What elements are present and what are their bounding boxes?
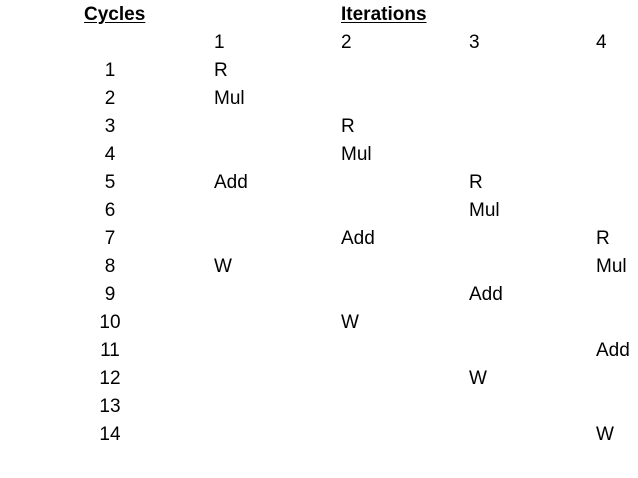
iteration-label-1: 1: [214, 32, 225, 53]
stage-cell-iter-2: R: [341, 116, 355, 137]
cycle-number: 14: [99, 424, 121, 445]
stage-cell-iter-3: R: [469, 172, 483, 193]
stage-cell-iter-1: W: [214, 256, 232, 277]
iterations-header: Iterations: [341, 4, 427, 25]
cycle-number: 2: [104, 88, 116, 109]
stage-cell-iter-4: R: [596, 228, 610, 249]
cycle-number: 12: [99, 368, 121, 389]
cycle-number: 10: [99, 312, 121, 333]
stage-cell-iter-1: R: [214, 60, 228, 81]
stage-cell-iter-1: Add: [214, 172, 248, 193]
cycle-number: 3: [104, 116, 116, 137]
stage-cell-iter-4: Mul: [596, 256, 627, 277]
stage-cell-iter-2: Mul: [341, 144, 372, 165]
cycles-header: Cycles: [84, 4, 146, 25]
stage-cell-iter-4: W: [596, 424, 614, 445]
stage-cell-iter-3: W: [469, 368, 487, 389]
cycle-number: 4: [104, 144, 116, 165]
cycle-number: 8: [104, 256, 116, 277]
cycle-number: 13: [99, 396, 121, 417]
cycle-number: 7: [104, 228, 116, 249]
cycle-number: 1: [104, 60, 116, 81]
cycle-number: 6: [104, 200, 116, 221]
cycle-number: 5: [104, 172, 116, 193]
stage-cell-iter-3: Mul: [469, 200, 500, 221]
cycle-number: 11: [100, 340, 120, 361]
stage-cell-iter-1: Mul: [214, 88, 245, 109]
stage-cell-iter-3: Add: [469, 284, 503, 305]
stage-cell-iter-2: W: [341, 312, 359, 333]
cycle-number: 9: [104, 284, 116, 305]
stage-cell-iter-4: Add: [596, 340, 630, 361]
stage-cell-iter-2: Add: [341, 228, 375, 249]
iteration-label-2: 2: [341, 32, 352, 53]
iteration-label-3: 3: [469, 32, 480, 53]
iteration-label-4: 4: [596, 32, 607, 53]
